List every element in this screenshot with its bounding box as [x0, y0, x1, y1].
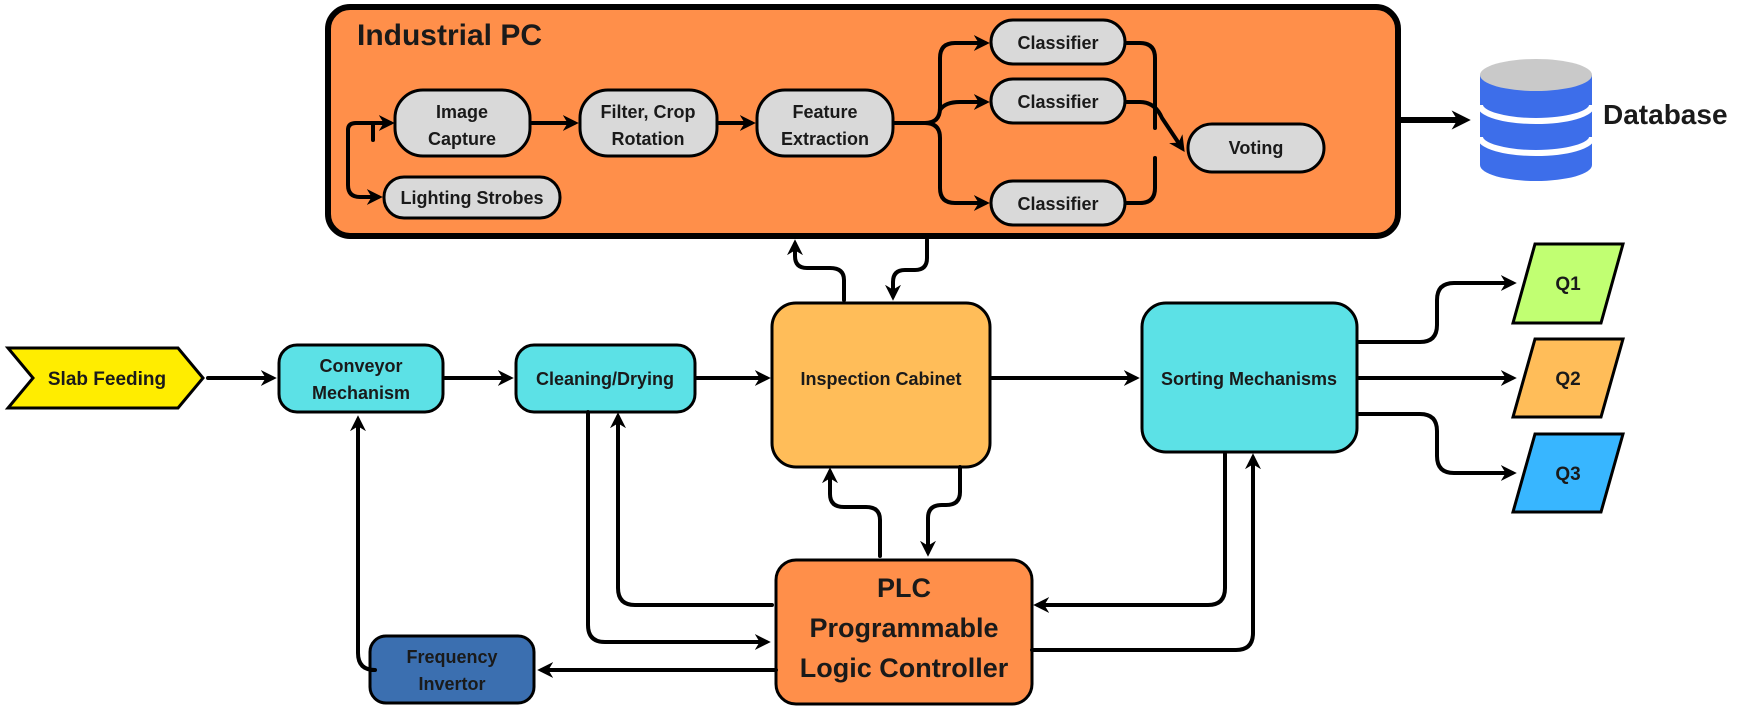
sorting-mechanisms-node: Sorting Mechanisms [1140, 301, 1359, 454]
q3-output: Q3 [1511, 432, 1625, 514]
arrow-sorting-to-plc [1033, 452, 1227, 613]
svg-text:Mechanism: Mechanism [312, 383, 410, 403]
svg-text:Filter, Crop: Filter, Crop [600, 102, 695, 122]
conveyor-mechanism-node: Conveyor Mechanism [277, 343, 445, 414]
svg-text:Lighting Strobes: Lighting Strobes [401, 188, 544, 208]
svg-text:Sorting Mechanisms: Sorting Mechanisms [1161, 369, 1337, 389]
svg-text:PLC: PLC [877, 573, 931, 603]
filter-crop-node: Filter, Crop Rotation [578, 88, 719, 158]
arrow-sorting-to-q1 [1357, 275, 1517, 344]
svg-text:Rotation: Rotation [612, 129, 685, 149]
database-label: Database [1603, 99, 1728, 130]
svg-text:Q1: Q1 [1555, 274, 1581, 295]
arrow-classifier-1-to-voting [1125, 41, 1157, 130]
svg-text:Frequency: Frequency [406, 647, 497, 667]
arrow-classifier-2-to-voting [1125, 100, 1185, 152]
svg-text:Programmable: Programmable [809, 613, 998, 643]
arrow-cleaning-to-plc [586, 410, 771, 650]
classifier-node-2: Classifier [989, 77, 1127, 125]
slab-feeding-node: Slab Feeding [4, 346, 205, 410]
branch-image-lighting [346, 121, 392, 132]
q2-output: Q2 [1511, 337, 1625, 419]
svg-text:Invertor: Invertor [418, 674, 485, 694]
svg-text:Classifier: Classifier [1017, 33, 1098, 53]
frequency-invertor-node: Frequency Invertor [368, 634, 536, 705]
classifier-node-3: Classifier [989, 179, 1127, 227]
lighting-strobes-node: Lighting Strobes [382, 175, 562, 220]
svg-text:Logic Controller: Logic Controller [800, 653, 1009, 683]
arrow-sorting-to-q3 [1357, 412, 1517, 481]
voting-node: Voting [1186, 122, 1326, 174]
industrial-pc-group: Industrial PC Image Capture Lighting Str… [325, 4, 1401, 239]
arrow-inspection-to-plc [920, 465, 962, 557]
arrow-to-lighting-strobes [346, 128, 383, 205]
image-capture-node: Image Capture [393, 88, 532, 158]
arrow-invertor-to-conveyor [350, 415, 377, 672]
arrow-inspection-to-pc [787, 239, 846, 302]
svg-text:Cleaning/Drying: Cleaning/Drying [536, 369, 674, 389]
plc-node: PLC Programmable Logic Controller [774, 558, 1034, 706]
svg-text:Slab Feeding: Slab Feeding [48, 369, 166, 390]
feature-extraction-node: Feature Extraction [755, 88, 895, 158]
classifier-node-1: Classifier [989, 18, 1127, 66]
svg-text:Conveyor: Conveyor [319, 356, 402, 376]
svg-text:Q3: Q3 [1555, 464, 1580, 485]
svg-text:Capture: Capture [428, 129, 496, 149]
svg-text:Classifier: Classifier [1017, 194, 1098, 214]
arrow-feature-to-classifier-2 [938, 94, 990, 112]
arrow-plc-to-inspection [822, 467, 882, 558]
svg-text:Extraction: Extraction [781, 129, 869, 149]
svg-text:Inspection Cabinet: Inspection Cabinet [800, 369, 961, 389]
svg-text:Feature: Feature [792, 102, 857, 122]
inspection-cabinet-node: Inspection Cabinet [770, 301, 992, 469]
arrow-feature-to-classifier-3 [923, 121, 990, 211]
database-icon [1477, 59, 1595, 181]
arrow-classifier-3-to-voting [1125, 156, 1157, 205]
industrial-pc-title: Industrial PC [357, 19, 542, 52]
arrow-plc-to-sorting [1030, 453, 1261, 652]
svg-text:Classifier: Classifier [1017, 92, 1098, 112]
q1-output: Q1 [1511, 242, 1625, 325]
svg-text:Q2: Q2 [1555, 369, 1580, 390]
svg-text:Voting: Voting [1229, 138, 1284, 158]
cleaning-drying-node: Cleaning/Drying [514, 343, 697, 414]
svg-text:Image: Image [436, 102, 488, 122]
arrow-plc-to-cleaning [610, 412, 774, 607]
arrow-pc-to-inspection [885, 238, 929, 301]
